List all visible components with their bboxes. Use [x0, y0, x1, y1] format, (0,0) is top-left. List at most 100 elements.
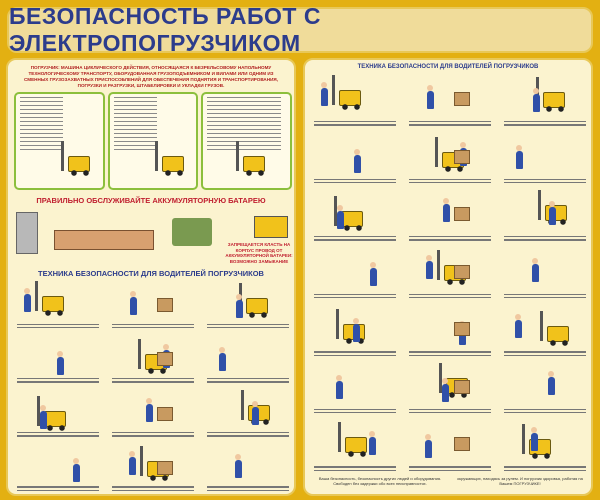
worker-illustration	[549, 201, 556, 226]
caption-text	[109, 484, 197, 493]
caption-text	[501, 234, 589, 243]
worker-illustration	[515, 314, 522, 339]
forklift-type-box	[14, 92, 105, 190]
worker-illustration	[236, 294, 243, 318]
illustration-cell	[404, 132, 496, 187]
worker-illustration	[531, 427, 538, 452]
text-line	[113, 120, 157, 122]
battery-illustration	[54, 230, 154, 250]
caption-text	[311, 177, 399, 186]
illustration-cell	[202, 334, 294, 385]
text-line	[20, 104, 64, 106]
worker-illustration	[235, 453, 242, 478]
illustration-cell	[309, 74, 401, 129]
title-banner: БЕЗОПАСНОСТЬ РАБОТ С ЭЛЕКТРОПОГРУЗЧИКОМ	[7, 3, 593, 56]
forklift-illustration	[37, 395, 66, 431]
worker-illustration	[443, 198, 450, 223]
illustration-cell	[12, 334, 104, 385]
illustration-cell	[202, 389, 294, 440]
text-line	[113, 128, 157, 130]
worker-illustration	[129, 450, 136, 475]
worker-illustration	[369, 431, 376, 456]
worker-illustration	[533, 88, 540, 112]
worker-illustration	[57, 351, 64, 376]
text-line	[20, 108, 64, 110]
text-line	[207, 104, 281, 106]
worker-illustration	[73, 457, 80, 482]
worker-illustration	[370, 261, 377, 286]
forklift-illustration	[61, 141, 90, 176]
right-panel: ТЕХНИКА БЕЗОПАСНОСТИ ДЛЯ ВОДИТЕЛЕЙ ПОГРУ…	[303, 58, 593, 496]
illustration-cell	[12, 389, 104, 440]
battery-cart-illustration	[254, 216, 288, 238]
text-line	[113, 104, 157, 106]
text-line	[207, 112, 281, 114]
worker-illustration	[219, 347, 226, 372]
worker-illustration	[337, 205, 344, 230]
text-line	[113, 96, 157, 98]
text-line	[20, 136, 64, 138]
illustration-cell	[202, 280, 294, 331]
worker-illustration	[425, 434, 432, 459]
text-line	[207, 148, 281, 150]
left-illustration-grid	[12, 280, 294, 494]
illustration-cell	[404, 362, 496, 417]
worker-illustration	[354, 148, 361, 173]
caption-text	[406, 234, 494, 243]
text-line	[20, 140, 64, 142]
text-line	[207, 128, 281, 130]
caption-text	[14, 376, 102, 385]
caption-text	[406, 407, 494, 416]
illustration-cell	[499, 247, 591, 302]
forklift-illustration	[536, 77, 565, 112]
cargo-box-illustration	[157, 460, 173, 475]
left-panel: ПОГРУЗЧИК: МАШИНА ЦИКЛИЧЕСКОГО ДЕЙСТВИЯ,…	[6, 58, 296, 496]
caption-text	[501, 407, 589, 416]
illustration-cell	[107, 334, 199, 385]
text-line	[207, 100, 281, 102]
caption-text	[311, 464, 399, 473]
illustration-cell	[499, 419, 591, 474]
text-line	[113, 116, 157, 118]
worker-illustration	[548, 370, 555, 395]
forklift-illustration	[154, 141, 184, 176]
illustration-cell	[309, 132, 401, 187]
illustration-cell	[107, 389, 199, 440]
text-line	[113, 144, 157, 146]
illustration-cell	[499, 304, 591, 359]
forklift-illustration	[338, 422, 367, 458]
caption-text	[14, 322, 102, 331]
worker-illustration	[130, 291, 137, 315]
illustration-cell	[499, 189, 591, 244]
text-line	[20, 100, 64, 102]
text-line	[207, 136, 281, 138]
text-line	[113, 148, 157, 150]
cargo-box-illustration	[157, 406, 173, 421]
caption-text	[311, 292, 399, 301]
text-line	[20, 128, 64, 130]
worker-illustration	[427, 85, 434, 109]
text-line	[207, 144, 281, 146]
text-line	[20, 96, 64, 98]
text-line	[207, 124, 281, 126]
caption-text	[204, 376, 292, 385]
illustration-cell	[309, 419, 401, 474]
text-line	[207, 120, 281, 122]
battery-section: ЗАПРЕЩАЕТСЯ КЛАСТЬ НА КОРПУС ПРОВОД ОТ А…	[14, 208, 293, 268]
text-line	[20, 144, 64, 146]
text-line	[207, 108, 281, 110]
poster-title: БЕЗОПАСНОСТЬ РАБОТ С ЭЛЕКТРОПОГРУЗЧИКОМ	[9, 3, 321, 56]
caption-text	[406, 292, 494, 301]
illustration-cell	[404, 304, 496, 359]
worker-illustration	[321, 82, 328, 106]
forklift-illustration	[540, 311, 569, 347]
forklift-types	[14, 92, 293, 190]
caption-text	[501, 349, 589, 358]
text-line	[113, 140, 157, 142]
text-line	[207, 132, 281, 134]
illustration-cell	[309, 304, 401, 359]
illustration-cell	[499, 362, 591, 417]
caption-text	[406, 464, 494, 473]
cargo-box-illustration	[454, 92, 470, 106]
right-illustration-grid	[309, 74, 591, 474]
